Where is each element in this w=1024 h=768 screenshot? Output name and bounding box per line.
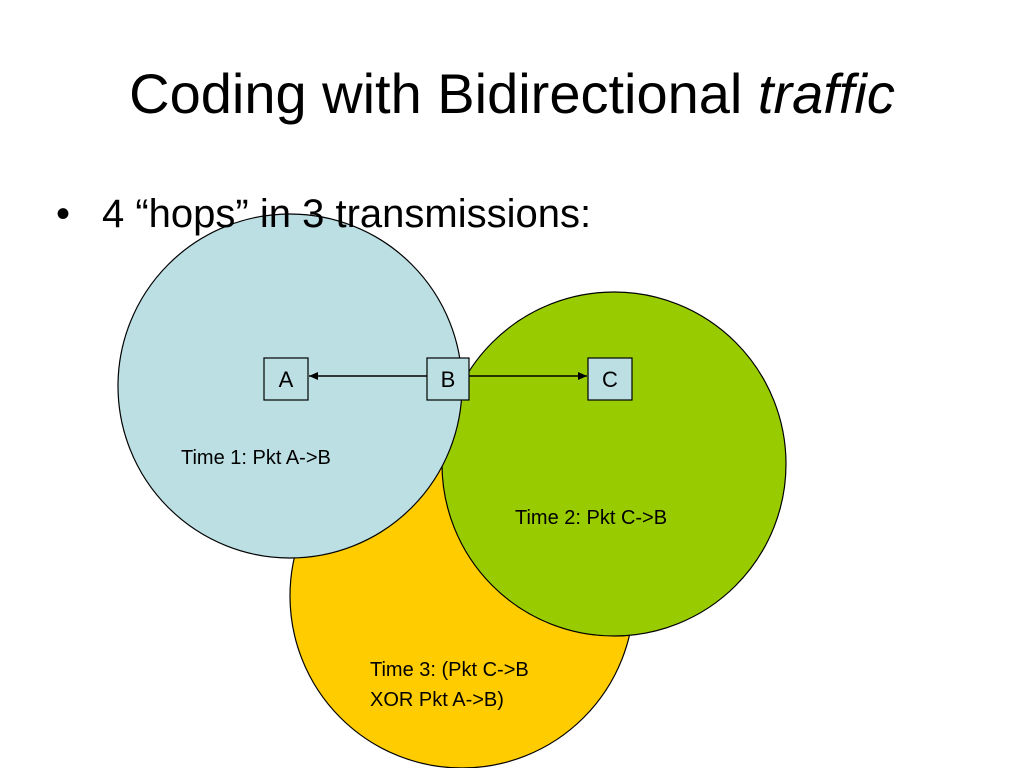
node-c-label: C [602, 367, 618, 392]
time1-caption: Time 1: Pkt A->B [181, 447, 331, 469]
time3-caption-line1: Time 3: (Pkt C->B [370, 659, 529, 681]
node-a-label: A [279, 367, 294, 392]
node-c: C [587, 357, 633, 401]
time3-caption-line2: XOR Pkt A->B) [370, 689, 504, 711]
node-b: B [426, 357, 470, 401]
bullet-text: 4 “hops” in 3 transmissions: [102, 192, 592, 236]
bullet-marker: • [56, 192, 71, 236]
time2-coverage-circle [441, 291, 787, 637]
title-italic-text: traffic [757, 62, 895, 125]
slide-title: Coding with Bidirectional traffic [0, 58, 1024, 130]
time2-caption: Time 2: Pkt C->B [515, 507, 667, 529]
node-a: A [263, 357, 309, 401]
title-plain-text: Coding with Bidirectional [129, 62, 758, 125]
bullet-item: • 4 “hops” in 3 transmissions: [56, 188, 591, 240]
node-b-label: B [441, 367, 456, 392]
